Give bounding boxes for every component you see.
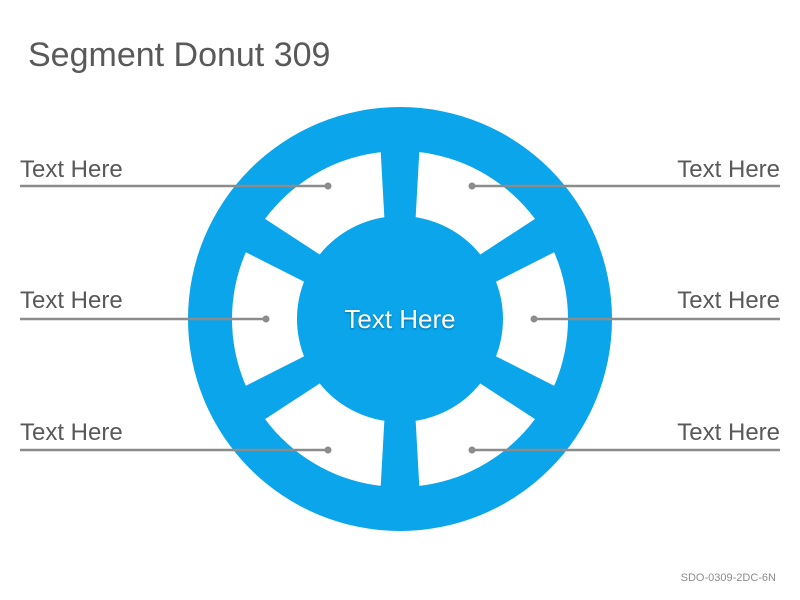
connector-dot-right-bottom [468, 446, 476, 454]
center-hub [297, 216, 503, 422]
connector-dot-left-middle [262, 315, 270, 323]
spoke-top [380, 139, 420, 229]
label-right-bottom: Text Here [677, 419, 780, 446]
connector-dot-right-middle [530, 315, 538, 323]
spoke-bottom [380, 409, 420, 499]
connector-dot-left-top [324, 182, 332, 190]
spoke-lower-right [470, 351, 566, 427]
spoke-upper-right [470, 211, 566, 287]
footer-code: SDO-0309-2DC-6N [680, 572, 776, 584]
label-left-middle: Text Here [20, 287, 123, 314]
connector-group [20, 182, 780, 454]
connector-dot-left-bottom [324, 446, 332, 454]
connector-dot-right-top [468, 182, 476, 190]
label-right-middle: Text Here [677, 287, 780, 314]
page-title: Segment Donut 309 [28, 36, 331, 74]
label-left-bottom: Text Here [20, 419, 123, 446]
spoke-upper-left [234, 211, 330, 287]
label-right-top: Text Here [677, 156, 780, 183]
spoke-lower-left [234, 351, 330, 427]
label-left-top: Text Here [20, 156, 123, 183]
center-label: Text Here [344, 304, 456, 334]
